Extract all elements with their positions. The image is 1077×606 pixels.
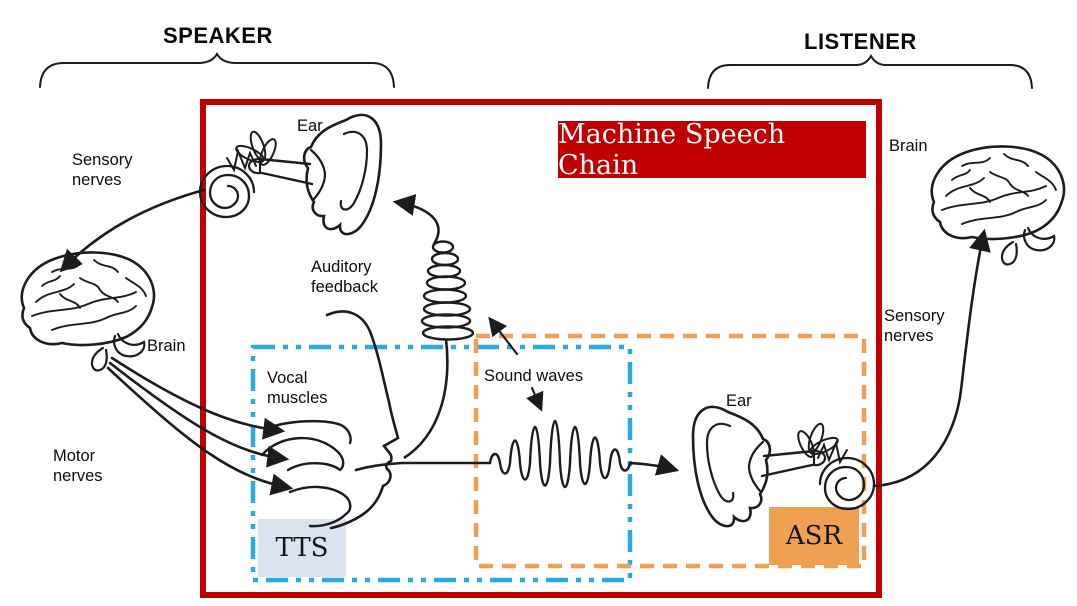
listener-brain-label: Brain (889, 137, 928, 155)
speaker-ear-illustration (198, 113, 383, 236)
vocal-muscles-label: Vocal muscles (267, 369, 328, 408)
sound-waves-pointer-up (488, 316, 519, 356)
speaker-group-label: SPEAKER (163, 23, 273, 48)
speaker-sensory-nerves-label: Sensory nerves (72, 151, 133, 190)
machine-speech-chain-title: Machine Speech Chain (558, 118, 866, 181)
speaker-brain-illustration (20, 251, 156, 372)
feedback-sound-wave-illustration (403, 240, 475, 460)
listener-sensory-nerve-arrow (872, 228, 991, 488)
sound-waves-pointer-down (526, 386, 544, 412)
listener-group-label: LISTENER (804, 29, 917, 54)
listener-brain-illustration (930, 145, 1066, 266)
tts-module-label: TTS (275, 533, 329, 563)
motor-nerve-arrow-3 (106, 366, 294, 496)
machine-speech-chain-title-text: Machine Speech Chain (558, 118, 786, 181)
sound-waves-label: Sound waves (484, 367, 584, 385)
asr-module-label: ASR (785, 521, 843, 551)
listener-ear-label: Ear (726, 392, 752, 410)
speaker-ear-label: Ear (297, 117, 323, 135)
motor-nerve-arrow-2 (108, 361, 290, 468)
motor-nerves-label: Motor nerves (53, 447, 103, 486)
auditory-feedback-label: Auditory feedback (311, 258, 378, 297)
listener-ear-illustration (691, 405, 876, 528)
sound-to-ear-arrow (628, 454, 680, 476)
speaker-brain-label: Brain (147, 337, 186, 355)
auditory-feedback-arrow (392, 193, 440, 246)
speaker-sensory-nerve-arrow (59, 188, 206, 273)
asr-module: ASR (769, 507, 859, 565)
speaker-brace-icon (39, 51, 395, 88)
vocal-tract-illustration (260, 310, 400, 530)
listener-sensory-nerves-label: Sensory nerves (884, 307, 945, 346)
speech-sound-wave-illustration (354, 420, 680, 488)
motor-nerve-arrow-1 (110, 356, 286, 440)
machine-speech-chain-boundary (200, 99, 882, 598)
listener-brace-icon (707, 53, 1033, 89)
nerve-pathways (59, 188, 991, 496)
asr-region-outline (473, 333, 867, 569)
